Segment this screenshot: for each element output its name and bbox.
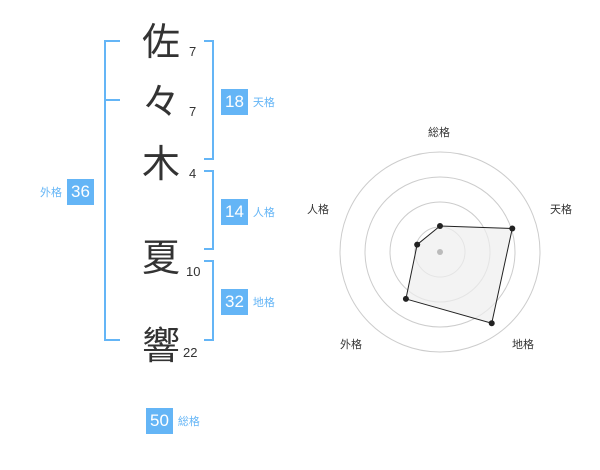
soukaku-label: 総格 — [177, 415, 200, 428]
soukaku-score: 50 総格 — [146, 408, 200, 434]
tenkaku-bracket-vertical — [212, 40, 214, 160]
radar-label-soukaku: 総格 — [428, 126, 450, 139]
stroke-count-2: 7 — [189, 104, 197, 119]
name-char-1: 佐 — [142, 20, 181, 64]
gaikaku-bracket-mid — [104, 99, 120, 101]
tenkaku-score: 18 天格 — [221, 89, 275, 115]
jinkaku-label: 人格 — [252, 206, 275, 219]
name-char-2: 々 — [142, 80, 181, 124]
radar-center-dot — [437, 249, 443, 255]
radar-grid-ring — [364, 176, 516, 328]
tenkaku-label: 天格 — [252, 96, 275, 109]
radar-point-1 — [437, 223, 443, 229]
chikaku-bracket-top — [204, 260, 214, 262]
stroke-count-5: 22 — [183, 345, 198, 360]
gaikaku-bracket-top — [104, 40, 120, 42]
jinkaku-bracket-bottom — [204, 248, 214, 250]
stroke-count-1: 7 — [189, 44, 197, 59]
gaikaku-bracket-vertical — [104, 40, 106, 341]
name-char-4: 夏 — [142, 236, 181, 280]
gaikaku-value: 36 — [67, 179, 94, 205]
radar-label-tenkaku: 天格 — [550, 203, 572, 216]
name-char-3: 木 — [142, 142, 181, 186]
chikaku-bracket-bottom — [204, 339, 214, 341]
gaikaku-label: 外格 — [40, 186, 62, 199]
gaikaku-score: 36 外格 — [40, 179, 94, 205]
radar-grid-ring — [339, 151, 541, 353]
tenkaku-value: 18 — [221, 89, 248, 115]
jinkaku-bracket-vertical — [212, 170, 214, 250]
radar-label-gaikaku: 外格 — [340, 338, 362, 351]
jinkaku-value: 14 — [221, 199, 248, 225]
jinkaku-score: 14 人格 — [221, 199, 275, 225]
radar-point-5 — [414, 241, 421, 248]
chikaku-value: 32 — [221, 289, 248, 315]
stroke-count-4: 10 — [186, 264, 201, 279]
radar-label-jinkaku: 人格 — [307, 203, 329, 216]
radar-point-4 — [402, 295, 409, 302]
tenkaku-bracket-top — [204, 40, 214, 42]
radar-point-2 — [509, 225, 516, 232]
soukaku-value: 50 — [146, 408, 173, 434]
tenkaku-bracket-bottom — [204, 158, 214, 160]
chikaku-score: 32 地格 — [221, 289, 275, 315]
gaikaku-bracket-bottom — [104, 339, 120, 341]
radar-data-polygon — [405, 225, 513, 324]
radar-label-chikaku: 地格 — [512, 338, 534, 351]
stroke-count-3: 4 — [189, 166, 197, 181]
radar-chart — [339, 151, 541, 353]
name-char-5: 響 — [142, 324, 181, 368]
chikaku-bracket-vertical — [212, 260, 214, 341]
chikaku-label: 地格 — [252, 296, 275, 309]
radar-point-3 — [488, 320, 495, 327]
jinkaku-bracket-top — [204, 170, 214, 172]
